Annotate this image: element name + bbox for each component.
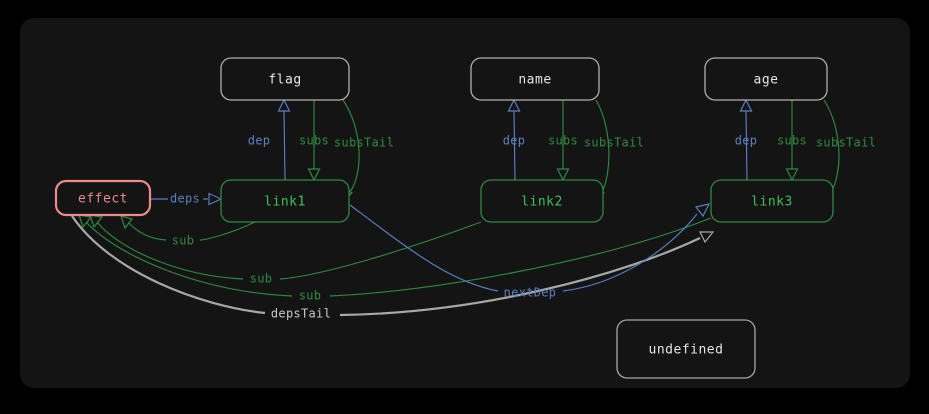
edge-label-link1-nextdep: nextDep (504, 286, 557, 300)
node-label-undefined: undefined (649, 343, 724, 358)
node-link2[interactable]: link2 (480, 179, 604, 223)
edge-label-flag-substail: subsTail (334, 136, 394, 150)
edge-label-age-subs: subs (777, 134, 807, 148)
edge-label-name-dep: dep (503, 134, 526, 148)
node-age[interactable]: age (704, 57, 828, 101)
edge-label-effect-deps: deps (170, 192, 200, 206)
edge-age-dep[interactable]: dep (735, 98, 758, 181)
edge-name-dep[interactable]: dep (503, 98, 526, 181)
edge-label-name-substail: subsTail (584, 136, 644, 150)
edge-label-effect-depstail: depsTail (271, 307, 331, 321)
node-label-link1: link1 (264, 195, 306, 210)
node-label-age: age (754, 73, 779, 88)
node-label-effect: effect (78, 192, 128, 207)
edge-link1-sub[interactable]: sub (120, 215, 256, 248)
node-label-name: name (518, 73, 551, 88)
edge-age-subs[interactable]: subs (777, 100, 807, 182)
edge-flag-subs[interactable]: subs (299, 100, 329, 182)
edge-label-link2-sub: sub (250, 272, 273, 286)
edge-link1-nextdep[interactable]: nextDep (349, 203, 711, 300)
edge-label-age-substail: subsTail (816, 136, 876, 150)
node-label-link2: link2 (521, 195, 563, 210)
edge-label-flag-dep: dep (248, 134, 271, 148)
node-label-link3: link3 (751, 195, 793, 210)
edge-label-link3-sub: sub (299, 289, 322, 303)
edge-flag-dep[interactable]: dep (248, 98, 291, 181)
node-name[interactable]: name (470, 57, 600, 101)
node-link3[interactable]: link3 (710, 179, 834, 223)
node-flag[interactable]: flag (220, 57, 350, 101)
edge-effect-deps[interactable]: deps (151, 192, 223, 206)
node-effect[interactable]: effect (54, 179, 152, 217)
node-label-flag: flag (268, 73, 301, 88)
edge-effect-depstail[interactable]: depsTail (71, 215, 715, 321)
edge-link3-sub[interactable]: sub (78, 214, 712, 303)
edge-label-name-subs: subs (548, 134, 578, 148)
nodes-layer: flag name age link1 link2 link3 (54, 57, 834, 379)
node-undefined[interactable]: undefined (616, 319, 756, 379)
edge-label-age-dep: dep (735, 134, 758, 148)
edge-name-subs[interactable]: subs (548, 100, 578, 182)
edges-layer: dep subs subsTail dep subs (71, 98, 876, 321)
edge-link2-sub[interactable]: sub (89, 214, 482, 286)
edge-label-flag-subs: subs (299, 134, 329, 148)
edge-label-link1-sub: sub (172, 234, 195, 248)
node-link1[interactable]: link1 (220, 179, 350, 223)
